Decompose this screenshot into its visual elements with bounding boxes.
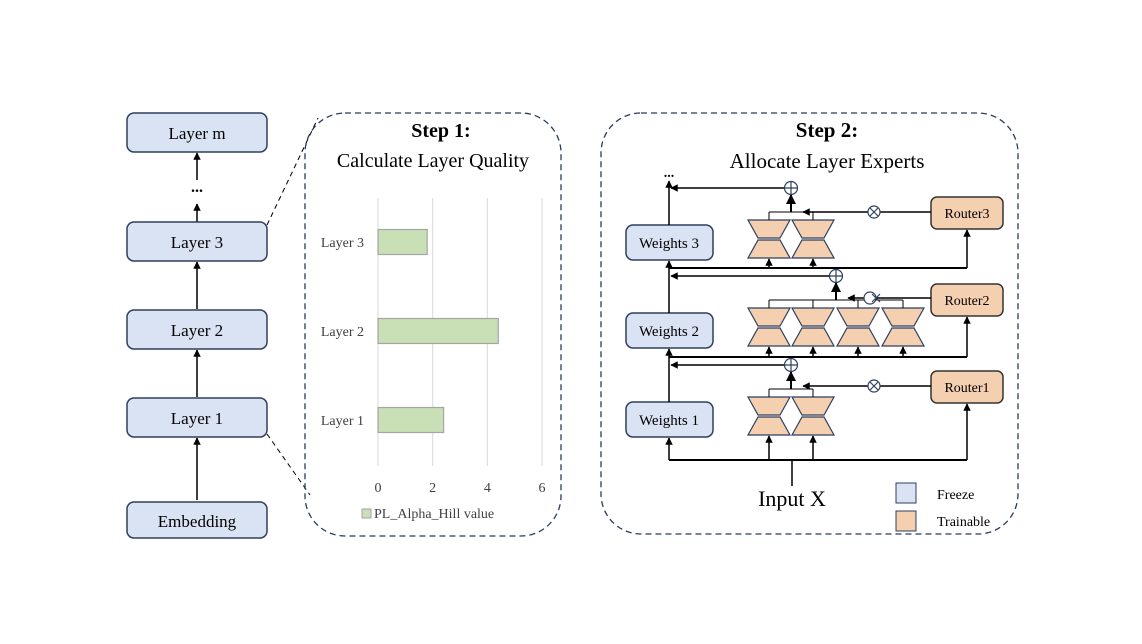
layer-stack: ... Layer m Layer 3 Layer 2 Layer 1 Embe… <box>126 112 319 539</box>
expert-down-proj <box>746 219 792 239</box>
expert-up-proj <box>790 239 836 259</box>
embedding-label: Embedding <box>158 512 237 531</box>
x-tick-label: 4 <box>484 481 491 496</box>
layer-box-3: Layer 3 <box>126 221 268 262</box>
weights-label: Weights 2 <box>639 324 699 340</box>
expert-adapter <box>790 307 836 347</box>
multiply-glyph <box>869 381 879 391</box>
step2-title: Allocate Layer Experts <box>730 149 925 173</box>
expert-adapter <box>746 219 792 259</box>
router-label: Router3 <box>944 207 989 222</box>
add-glyph <box>784 358 798 372</box>
y-category-label: Layer 3 <box>321 236 364 251</box>
step1-title-bold: Step 1: <box>411 120 470 142</box>
step2-ellipsis: ... <box>664 166 675 181</box>
bar <box>377 406 445 434</box>
multiply-glyph <box>871 293 881 303</box>
multiply-glyph <box>869 207 879 217</box>
x-tick-label: 0 <box>375 481 382 496</box>
weights-label: Weights 1 <box>639 413 699 429</box>
step1-title: Calculate Layer Quality <box>337 150 529 172</box>
expert-adapter <box>835 307 881 347</box>
expert-down-proj <box>746 396 792 416</box>
x-tick-label: 6 <box>539 481 546 496</box>
x-tick-label: 2 <box>429 481 436 496</box>
add-glyph <box>784 181 798 195</box>
step2-title-bold: Step 2: <box>796 118 858 142</box>
expert-adapter <box>746 396 792 436</box>
step2-panel: Step 2: Allocate Layer Experts ... Weigh… <box>600 112 1019 535</box>
router-label: Router2 <box>944 294 989 309</box>
expert-adapter <box>790 219 836 259</box>
layer-1-label: Layer 1 <box>171 409 223 428</box>
step1-panel: Step 1: Calculate Layer Quality 0 2 4 6 Laye… <box>304 112 562 537</box>
embedding-box: Embedding <box>126 501 268 539</box>
layer-box-2: Layer 2 <box>126 309 268 350</box>
expert-down-proj <box>790 307 836 327</box>
zoom-connector-bottom <box>266 433 311 496</box>
expert-down-proj <box>835 307 881 327</box>
legend: Freeze Trainable <box>895 482 990 532</box>
legend-label-freeze: Freeze <box>937 488 974 503</box>
chart-legend-swatch <box>361 508 372 519</box>
layer-box-1: Layer 1 <box>126 397 268 438</box>
weights-label: Weights 3 <box>639 236 699 252</box>
expert-up-proj <box>790 416 836 436</box>
layer-2-label: Layer 2 <box>171 321 223 340</box>
expert-up-proj <box>790 327 836 347</box>
weights-box-1: Weights 1 <box>625 401 714 438</box>
expert-up-proj <box>835 327 881 347</box>
y-category-label: Layer 2 <box>321 325 364 340</box>
y-category-label: Layer 1 <box>321 414 364 429</box>
expert-down-proj <box>746 307 792 327</box>
router-box-1: Router1 <box>930 370 1004 404</box>
bar <box>377 317 499 345</box>
layer-3-label: Layer 3 <box>171 233 223 252</box>
layer-quality-chart: 0 2 4 6 Layer 3 Layer 2 Layer 1 PL_Alpha_Hill v… <box>321 198 546 522</box>
weights-box-3: Weights 3 <box>625 224 714 261</box>
legend-label-trainable: Trainable <box>937 515 990 530</box>
expert-adapter <box>790 396 836 436</box>
zoom-connector-top <box>266 117 319 226</box>
expert-adapter <box>880 307 926 347</box>
expert-up-proj <box>746 327 792 347</box>
layer-m-label: Layer m <box>168 124 225 143</box>
multiply-icon <box>863 291 877 305</box>
router-box-3: Router3 <box>930 196 1004 230</box>
router-box-2: Router2 <box>930 283 1004 317</box>
add-glyph <box>829 269 843 283</box>
step2-border <box>600 112 1019 535</box>
expert-up-proj <box>880 327 926 347</box>
chart-legend-label: PL_Alpha_Hill value <box>374 507 494 522</box>
expert-down-proj <box>790 396 836 416</box>
input-x-label: Input X <box>758 486 826 511</box>
stack-ellipsis: ... <box>191 179 203 196</box>
expert-up-proj <box>746 416 792 436</box>
expert-down-proj <box>880 307 926 327</box>
legend-swatch-trainable <box>895 510 917 532</box>
weights-box-2: Weights 2 <box>625 312 714 349</box>
bar <box>377 228 428 256</box>
router-label: Router1 <box>944 381 989 396</box>
layer-box-m: Layer m <box>126 112 268 153</box>
expert-up-proj <box>746 239 792 259</box>
expert-adapter <box>746 307 792 347</box>
expert-down-proj <box>790 219 836 239</box>
step1-border <box>304 112 562 537</box>
legend-swatch-freeze <box>895 482 917 504</box>
